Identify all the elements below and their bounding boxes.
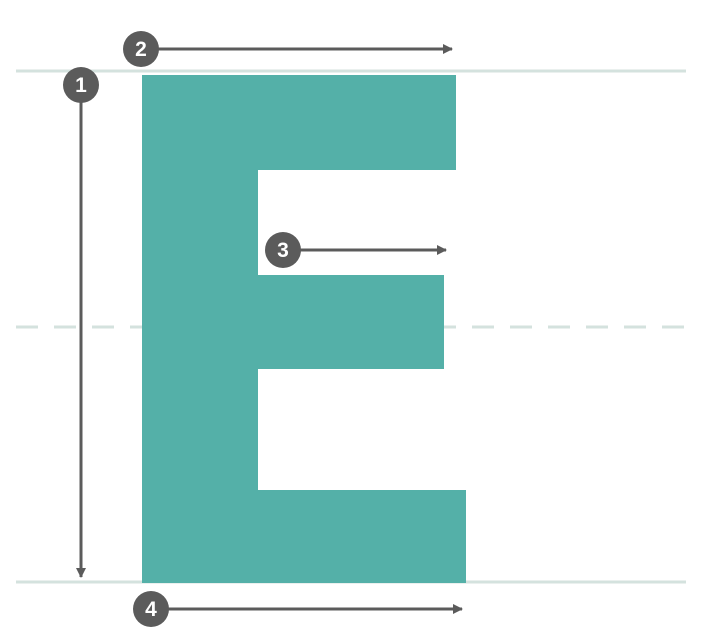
stroke-3: 3	[265, 232, 447, 268]
letter-e-shape	[142, 75, 466, 583]
stroke-4: 4	[133, 591, 463, 627]
step-badge-4	[133, 591, 169, 627]
step-number-1: 1	[75, 74, 87, 97]
step-badge-2	[123, 31, 159, 67]
step-number-2: 2	[135, 38, 147, 61]
step-badge-1	[63, 67, 99, 103]
stroke-1: 1	[63, 67, 99, 578]
stroke-2: 2	[123, 31, 453, 67]
step-number-4: 4	[145, 598, 157, 621]
step-number-3: 3	[277, 239, 289, 262]
step-badge-3	[265, 232, 301, 268]
